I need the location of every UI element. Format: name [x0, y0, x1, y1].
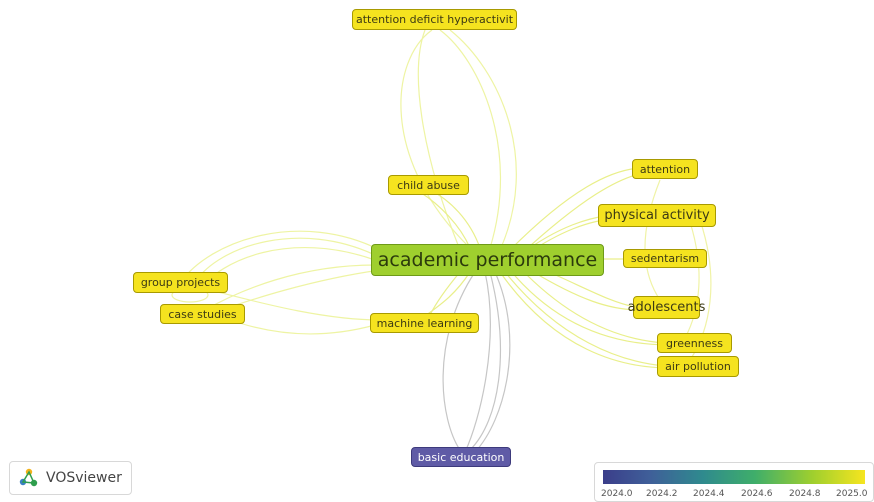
link-ap-adolescents-2 [529, 269, 641, 311]
link-ap-groupprojects [194, 237, 376, 283]
legend-tick: 2024.0 [601, 489, 633, 499]
node-basic-education[interactable]: basic education [411, 447, 511, 467]
legend-tick: 2024.8 [789, 489, 821, 499]
link-ap-greenness [519, 267, 666, 344]
node-case-studies[interactable]: case studies [160, 304, 245, 324]
link-ap-groupprojects-2 [179, 230, 381, 284]
node-group-projects[interactable]: group projects [133, 272, 228, 293]
link-ap-basic-3 [464, 271, 491, 453]
vosviewer-logo: VOSviewer [9, 461, 132, 495]
vosviewer-logo-icon [19, 468, 38, 487]
link-ap-casestudies [204, 264, 376, 311]
node-attention[interactable]: attention [632, 159, 698, 179]
link-ap-attention [509, 167, 641, 251]
vosviewer-logo-text: VOSviewer [46, 470, 122, 486]
link-ml-casestudies [224, 317, 376, 335]
node-greenness[interactable]: greenness [657, 333, 732, 353]
link-ap-child-abuse-2 [419, 191, 471, 249]
link-ap-airpollution-2 [499, 271, 671, 369]
legend-gradient-bar [603, 470, 865, 484]
link-physical-greenness [684, 221, 700, 339]
node-academic-performance[interactable]: academic performance [371, 244, 604, 276]
link-ml-groupprojects [209, 289, 381, 321]
node-attention-deficit-hyperactivit[interactable]: attention deficit hyperactivit [352, 9, 517, 30]
legend-tick: 2024.4 [693, 489, 725, 499]
color-legend: 2024.0 2024.2 2024.4 2024.6 2024.8 2025.… [594, 462, 874, 502]
link-ap-ml [429, 271, 461, 316]
link-ap-adhd-2 [439, 29, 502, 249]
link-ap-greenness-2 [509, 269, 671, 346]
link-ap-basic [442, 271, 476, 451]
link-ap-child-abuse [429, 189, 481, 249]
link-ap-basic-2 [469, 271, 502, 451]
legend-tick: 2024.2 [646, 489, 678, 499]
link-ap-basic-4 [474, 271, 511, 453]
node-physical-activity[interactable]: physical activity [598, 204, 716, 227]
node-adolescents[interactable]: adolescents [628, 296, 705, 319]
legend-tick: 2024.6 [741, 489, 773, 499]
link-ap-adhd-3 [417, 29, 461, 251]
link-ap-ml-2 [424, 271, 471, 317]
link-ap-adhd-4 [449, 29, 517, 251]
link-ap-airpollution [504, 271, 666, 367]
node-air-pollution[interactable]: air pollution [657, 356, 739, 377]
legend-tick: 2025.0 [836, 489, 868, 499]
node-child-abuse[interactable]: child abuse [388, 175, 469, 195]
node-sedentarism[interactable]: sedentarism [623, 249, 707, 268]
node-machine-learning[interactable]: machine learning [370, 313, 479, 333]
link-attention-adolescents [644, 179, 661, 301]
link-ap-adhd [400, 29, 471, 249]
